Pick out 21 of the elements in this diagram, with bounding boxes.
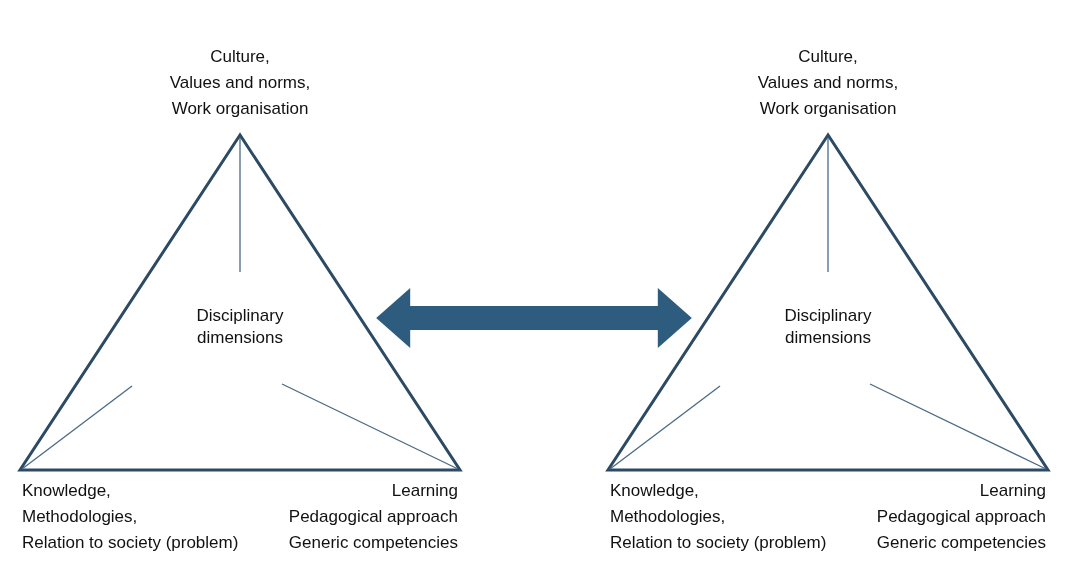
- vertex-label: Relation to society (problem): [610, 532, 827, 554]
- center-label: Disciplinary dimensions: [195, 305, 285, 349]
- vertex-label: Methodologies,: [610, 506, 726, 528]
- vertex-label: Values and norms,: [169, 72, 311, 94]
- vertex-label: Work organisation: [171, 98, 309, 120]
- vertex-label: Relation to society (problem): [22, 532, 239, 554]
- vertex-label: Methodologies,: [22, 506, 138, 528]
- vertex-label: Knowledge,: [22, 480, 111, 502]
- vertex-label: Generic competencies: [876, 532, 1046, 554]
- vertex-label: Values and norms,: [757, 72, 899, 94]
- vertex-label: Learning: [979, 480, 1046, 502]
- center-label: Disciplinary dimensions: [783, 305, 873, 349]
- vertex-label: Learning: [391, 480, 458, 502]
- vertex-label: Culture,: [210, 46, 270, 68]
- vertex-label: Pedagogical approach: [288, 506, 458, 528]
- vertex-label: Pedagogical approach: [876, 506, 1046, 528]
- vertex-label: Knowledge,: [610, 480, 699, 502]
- vertex-label: Work organisation: [759, 98, 897, 120]
- double-arrow: [376, 288, 692, 348]
- vertex-label: Generic competencies: [288, 532, 458, 554]
- vertex-label: Culture,: [798, 46, 858, 68]
